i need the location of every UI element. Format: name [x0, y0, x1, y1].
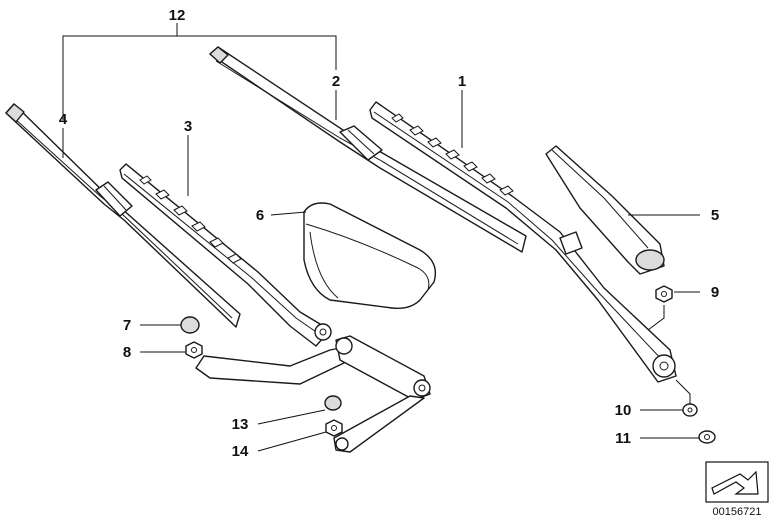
- nut-9: [655, 285, 673, 303]
- callout-11: 11: [615, 430, 631, 447]
- nut-8: [185, 341, 203, 359]
- callout-14: 14: [232, 443, 249, 460]
- direction-arrow-icon: [711, 470, 759, 495]
- callout-9: 9: [711, 284, 719, 301]
- cover-cap: [303, 202, 437, 310]
- reference-number: 00156721: [713, 506, 762, 518]
- orientation-box: [705, 461, 769, 503]
- callout-3: 3: [184, 118, 192, 135]
- callout-13: 13: [232, 416, 249, 433]
- arm-left-slots: [139, 175, 242, 264]
- callout-7: 7: [123, 317, 131, 334]
- wiper-arm-left: [119, 163, 332, 347]
- callout-12: 12: [169, 7, 186, 24]
- callout-10: 10: [615, 402, 632, 419]
- callout-6: 6: [256, 207, 264, 224]
- arm-cover: [545, 145, 665, 275]
- callout-4: 4: [59, 111, 68, 128]
- wiper-blade-right: [209, 46, 527, 253]
- washer-11: [698, 430, 716, 444]
- wiper-linkage: [195, 335, 431, 453]
- wiper-blade-left: [5, 103, 241, 328]
- callout-2: 2: [332, 73, 340, 90]
- callout-5: 5: [711, 207, 719, 224]
- washer-10: [682, 403, 698, 417]
- callout-1: 1: [458, 73, 466, 90]
- arm-right-slots: [391, 113, 514, 196]
- wiper-arm-right: [369, 101, 677, 383]
- callout-labels: 12 2 1 4 3 5 6 7 8 9 10 11 13 14: [59, 7, 719, 460]
- cap-7: [180, 316, 200, 334]
- leader-lines: [62, 23, 700, 452]
- cap-13: [324, 395, 342, 411]
- nut-14: [325, 419, 343, 437]
- callout-8: 8: [123, 344, 131, 361]
